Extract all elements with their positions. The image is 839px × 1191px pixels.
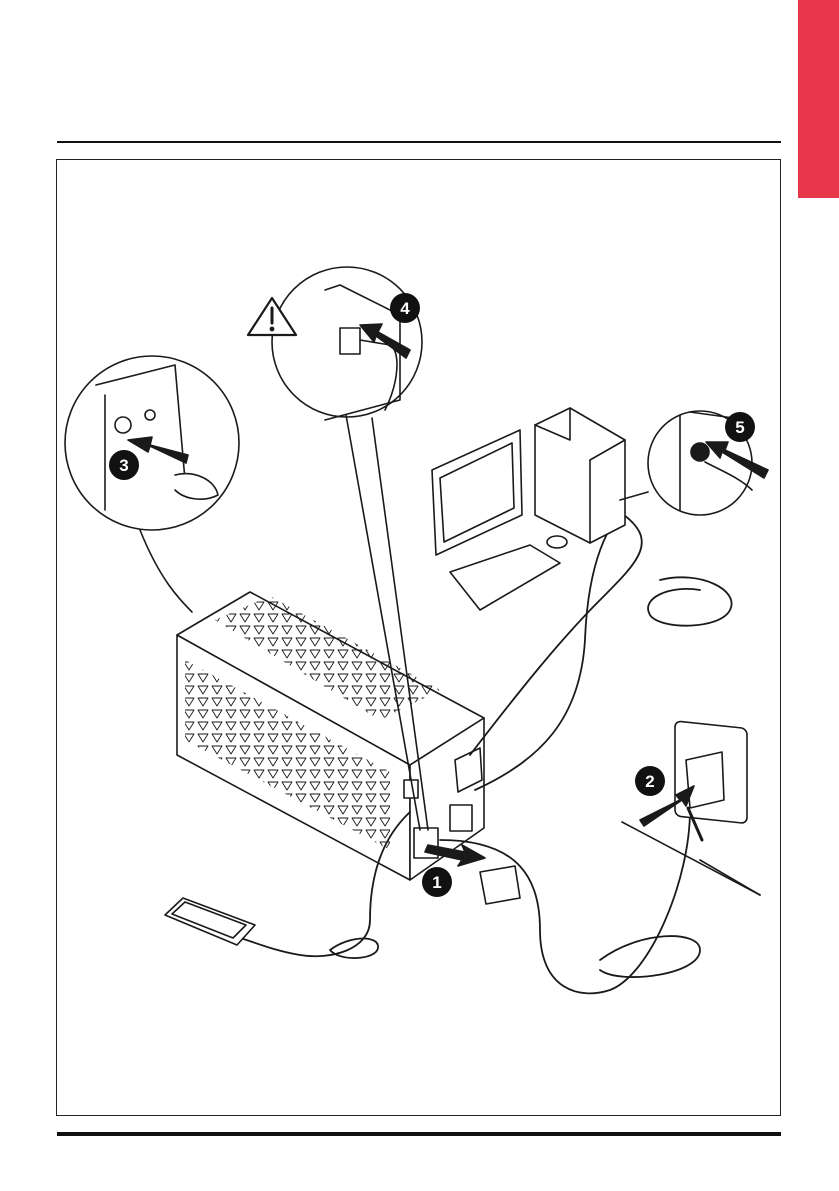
computer-cable-2 (475, 512, 625, 790)
computer (432, 408, 625, 610)
step-badge-3: 3 (109, 450, 139, 480)
step-label-1: 1 (432, 873, 441, 892)
step-badge-1: 1 (422, 867, 452, 897)
keyboard (450, 545, 560, 610)
detail-power-button (65, 356, 239, 612)
output-socket (450, 805, 472, 831)
cable-coil-computer (648, 577, 732, 625)
step-label-5: 5 (735, 418, 744, 437)
step-badge-5: 5 (725, 412, 755, 442)
smartphone (165, 898, 255, 945)
step-label-3: 3 (119, 456, 128, 475)
wall-socket-icon (622, 721, 760, 895)
mouse (547, 536, 567, 548)
step-label-2: 2 (645, 772, 654, 791)
step-badge-2: 2 (635, 766, 665, 796)
step-label-4: 4 (400, 299, 410, 318)
cable-coil-mains (600, 936, 700, 977)
pc-tower (535, 408, 625, 543)
step-badge-4: 4 (390, 293, 420, 323)
cable-coil-phone (330, 938, 378, 958)
mains-plug (480, 866, 520, 904)
ups-unit (177, 592, 484, 880)
